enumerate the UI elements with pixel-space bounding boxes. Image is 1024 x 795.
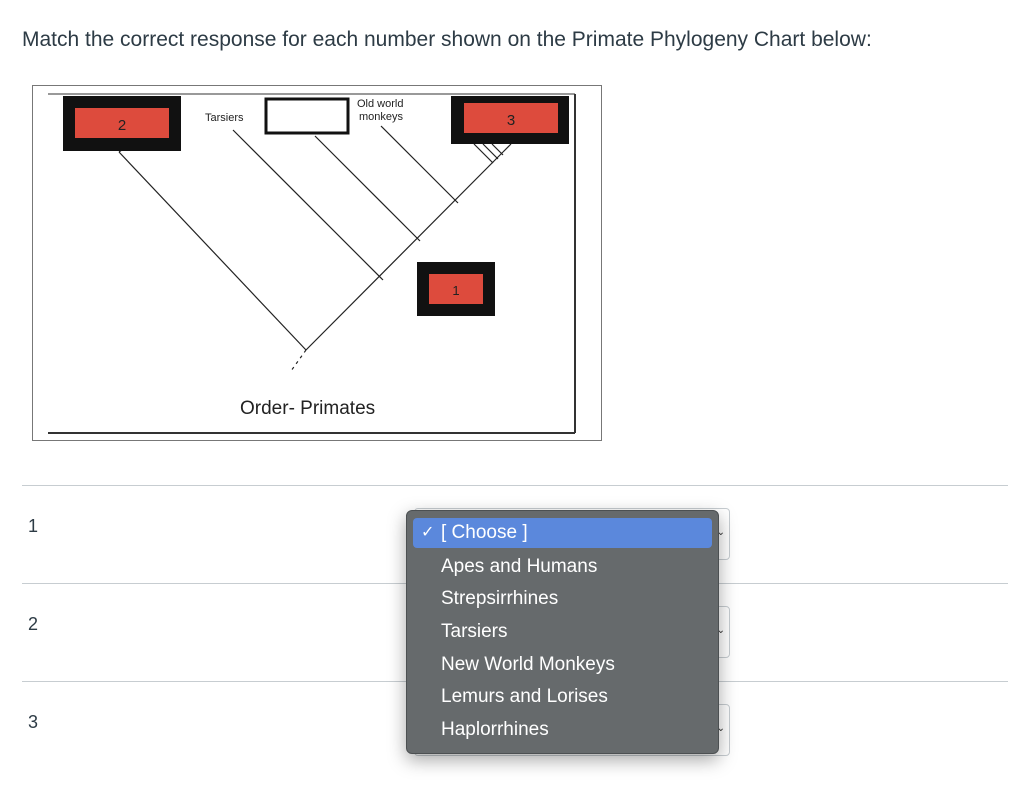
- branch-tarsiers: [232, 129, 384, 281]
- branch-right: [305, 151, 504, 351]
- chevron-down-icon: ⌄: [716, 723, 725, 734]
- dropdown-option-apes-humans[interactable]: Apes and Humans: [441, 555, 598, 577]
- branch-old-world: [380, 125, 459, 204]
- dropdown-option-choose[interactable]: ✓ [ Choose ]: [413, 518, 712, 548]
- box-3-label: 3: [507, 112, 515, 129]
- branch-left: [118, 151, 307, 351]
- phylogeny-diagram: 2 Tarsiers Old world monkeys 3 1 Order- …: [32, 85, 602, 441]
- check-icon: ✓: [421, 524, 435, 541]
- chevron-down-icon: ⌄: [716, 625, 725, 636]
- empty-answer-box: [264, 97, 350, 135]
- box-1-fill: [429, 274, 483, 304]
- tarsiers-label: Tarsiers: [205, 112, 244, 124]
- box-2-label: 2: [118, 117, 126, 134]
- dropdown-option-strepsirrhines[interactable]: Strepsirrhines: [441, 588, 559, 610]
- box-3-fill: [464, 103, 558, 133]
- branch-3a: [473, 143, 494, 164]
- dropdown-option-lemurs-lorises[interactable]: Lemurs and Lorises: [441, 686, 608, 708]
- dropdown-option-tarsiers[interactable]: Tarsiers: [441, 621, 508, 643]
- branch-3c: [491, 143, 504, 156]
- branch-empty-box: [314, 135, 421, 242]
- row-label: 3: [28, 712, 39, 732]
- branch-3b: [482, 143, 499, 160]
- phylogeny-svg: 2 Tarsiers Old world monkeys 3 1 Order- …: [48, 93, 576, 434]
- order-primates-label: Order- Primates: [240, 398, 375, 419]
- dropdown-option-new-world-monkeys[interactable]: New World Monkeys: [441, 653, 615, 675]
- dropdown-menu: ✓ [ Choose ] Apes and Humans Strepsirrhi…: [406, 510, 719, 754]
- dropdown-option-haplorrhines[interactable]: Haplorrhines: [441, 719, 549, 741]
- old-world-label-1: Old world: [357, 98, 403, 110]
- box-1-label: 1: [452, 283, 459, 298]
- box-2-fill: [75, 108, 169, 138]
- row-label: 2: [28, 614, 39, 634]
- branch-3d: [502, 143, 512, 153]
- question-text: Match the correct response for each numb…: [22, 28, 872, 51]
- old-world-label-2: monkeys: [359, 111, 404, 123]
- chevron-down-icon: ⌄: [716, 527, 725, 538]
- trunk-dashed: [290, 349, 307, 372]
- row-label: 1: [28, 516, 39, 536]
- option-label: [ Choose ]: [441, 522, 528, 543]
